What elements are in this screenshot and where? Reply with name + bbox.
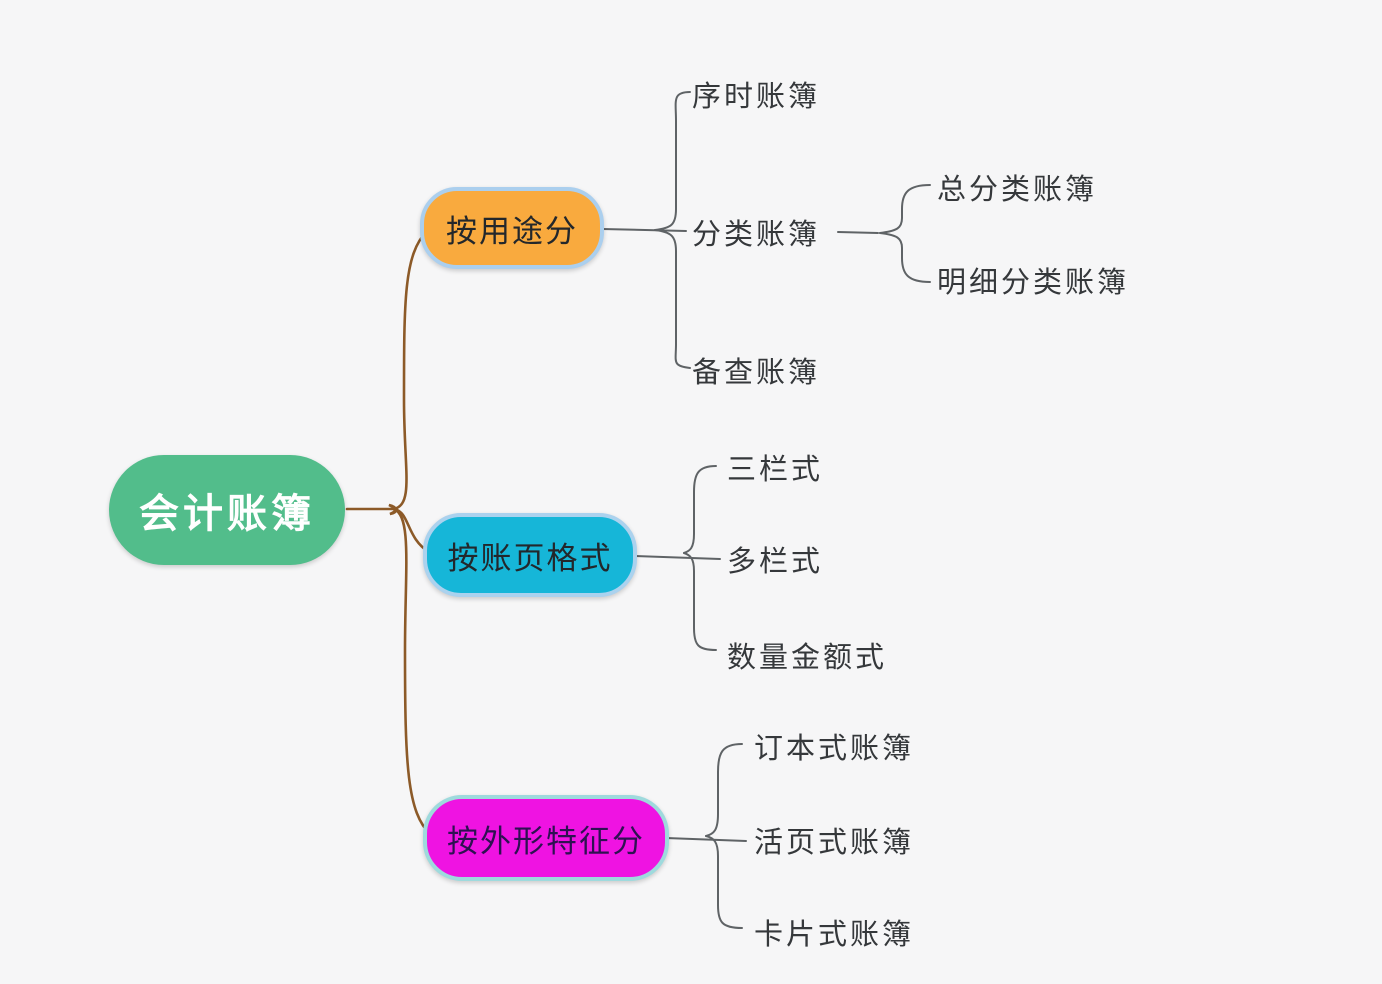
branch-node-by-page-format: 按账页格式	[423, 513, 637, 597]
leaf-card-book: 卡片式账簿	[754, 919, 915, 951]
leaf-chronological-book: 序时账簿	[692, 81, 821, 113]
root-node-accounting-books: 会计账簿	[109, 455, 345, 565]
branch-node-by-purpose: 按用途分	[420, 187, 604, 269]
leaf-bound-book: 订本式账簿	[754, 733, 915, 765]
leaf-general-ledger: 总分类账簿	[937, 174, 1098, 206]
leaf-loose-leaf-book: 活页式账簿	[754, 827, 915, 859]
leaf-multi-column-format: 多栏式	[727, 546, 824, 578]
leaf-memorandum-book: 备查账簿	[692, 357, 821, 389]
brace-connectors	[601, 91, 931, 929]
leaf-three-column-format: 三栏式	[727, 454, 824, 486]
leaf-subsidiary-ledger: 明细分类账簿	[937, 267, 1130, 299]
branch-node-by-physical-form: 按外形特征分	[423, 795, 669, 881]
leaf-quantity-amount-format: 数量金额式	[727, 642, 888, 674]
root-connectors	[345, 229, 433, 837]
leaf-classified-book: 分类账簿	[692, 219, 821, 251]
